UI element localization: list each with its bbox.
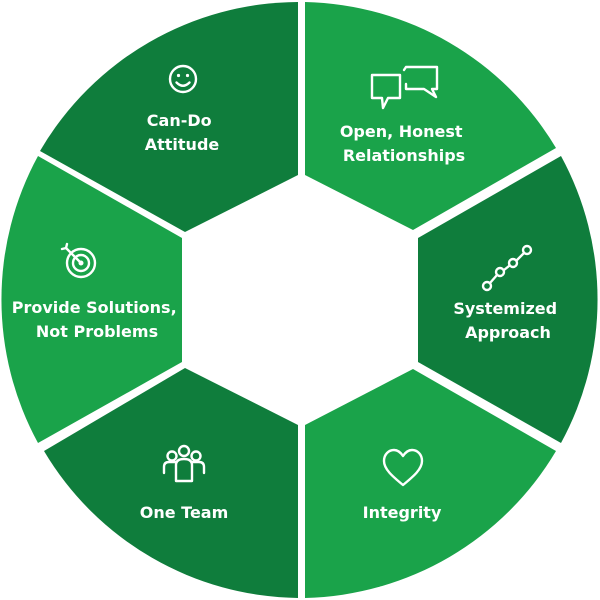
- label-one-team: One Team: [140, 503, 229, 522]
- heart-icon: [382, 448, 424, 487]
- segment-open-honest-relationships: [305, 2, 556, 230]
- label-line: Attitude: [145, 135, 220, 154]
- label-line: Systemized: [453, 299, 557, 318]
- segment-can-do-attitude: [40, 2, 298, 232]
- segment-provide-solutions: [1, 156, 182, 443]
- label-line: Integrity: [363, 503, 442, 522]
- label-systemized-approach: Systemized Approach: [453, 299, 562, 342]
- segment-one-team: [44, 368, 298, 598]
- smiley-icon: [168, 64, 198, 94]
- label-line: Open, Honest: [340, 122, 463, 141]
- chat-bubbles-icon: [370, 65, 439, 110]
- label-line: Not Problems: [36, 322, 158, 341]
- segment-systemized-approach: [418, 156, 598, 443]
- segment-integrity: [305, 369, 556, 598]
- label-open-honest-relationships: Open, Honest Relationships: [340, 122, 468, 165]
- label-provide-solutions: Provide Solutions, Not Problems: [12, 298, 182, 341]
- team-icon: [162, 444, 206, 483]
- connected-nodes-icon: [481, 244, 533, 292]
- label-line: Can-Do: [147, 111, 212, 130]
- target-icon: [60, 242, 97, 279]
- label-integrity: Integrity: [363, 503, 442, 522]
- label-can-do-attitude: Can-Do Attitude: [145, 111, 220, 154]
- label-line: Relationships: [343, 146, 465, 165]
- label-line: One Team: [140, 503, 229, 522]
- label-line: Provide Solutions,: [12, 298, 177, 317]
- label-line: Approach: [465, 323, 551, 342]
